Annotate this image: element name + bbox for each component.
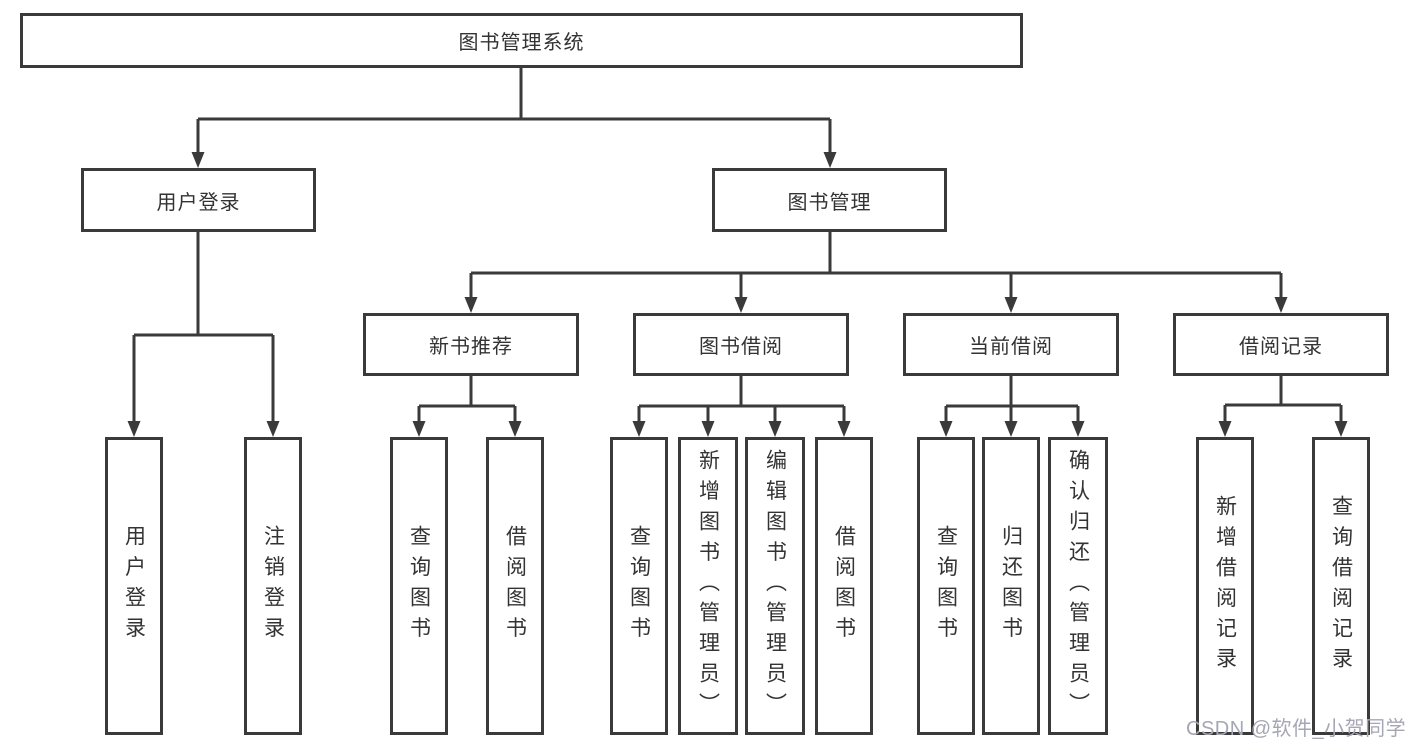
node-label: 归还图书 bbox=[999, 525, 1023, 647]
leaf-query-books-3: 查询图书 bbox=[917, 437, 975, 735]
leaf-borrow-books-2: 借阅图书 bbox=[815, 437, 873, 735]
arrowhead bbox=[823, 152, 837, 168]
node-label: 借阅图书 bbox=[503, 525, 527, 647]
arrowhead bbox=[266, 421, 280, 437]
node-user-login: 用户登录 bbox=[81, 168, 316, 232]
leaf-borrow-books-1: 借阅图书 bbox=[486, 437, 544, 735]
node-book-borrow: 图书借阅 bbox=[633, 313, 849, 376]
node-label: 当前借阅 bbox=[969, 336, 1053, 358]
leaf-confirm-return-admin: 确认归还（管理员） bbox=[1048, 437, 1108, 735]
leaf-logout: 注销登录 bbox=[244, 437, 302, 735]
arrowhead bbox=[464, 297, 478, 313]
node-label: 查询图书 bbox=[627, 525, 651, 647]
node-label: 借阅图书 bbox=[832, 525, 856, 647]
node-label: 查询借阅记录 bbox=[1329, 494, 1353, 678]
connector-book-mgmt-to-level3 bbox=[464, 232, 1288, 313]
node-label: 图书管理 bbox=[787, 191, 872, 214]
arrowhead bbox=[1071, 421, 1085, 437]
node-label: 新书推荐 bbox=[429, 336, 513, 358]
node-label: 查询图书 bbox=[934, 525, 958, 647]
node-current-borrow: 当前借阅 bbox=[903, 313, 1119, 376]
leaf-edit-books-admin: 编辑图书（管理员） bbox=[745, 437, 805, 735]
connector-current-borrow-to-leaves bbox=[939, 376, 1085, 437]
arrowhead bbox=[412, 421, 426, 437]
node-label: 用户登录 bbox=[122, 525, 146, 647]
leaf-return-books: 归还图书 bbox=[982, 437, 1040, 735]
arrowhead bbox=[701, 421, 715, 437]
node-new-book-recommend: 新书推荐 bbox=[363, 313, 579, 376]
node-book-management: 图书管理 bbox=[712, 168, 947, 232]
arrowhead bbox=[191, 152, 205, 168]
node-label: 借阅记录 bbox=[1239, 336, 1323, 358]
node-label: 新增图书（管理员） bbox=[696, 448, 720, 724]
node-label: 查询图书 bbox=[407, 525, 431, 647]
leaf-user-login: 用户登录 bbox=[105, 437, 163, 735]
arrowhead bbox=[1218, 421, 1232, 437]
connector-borrow-records-to-leaves bbox=[1218, 376, 1348, 437]
leaf-add-books-admin: 新增图书（管理员） bbox=[678, 437, 738, 735]
node-root-library-system: 图书管理系统 bbox=[20, 13, 1023, 68]
arrowhead bbox=[632, 421, 646, 437]
arrowhead bbox=[1004, 421, 1018, 437]
connector-root-to-level2 bbox=[191, 68, 837, 168]
arrowhead bbox=[1004, 297, 1018, 313]
leaf-query-borrow-record: 查询借阅记录 bbox=[1312, 437, 1370, 735]
csdn-watermark: CSDN @软件_小贺同学 bbox=[1186, 718, 1405, 740]
node-label: 编辑图书（管理员） bbox=[763, 448, 787, 724]
arrowhead bbox=[837, 421, 851, 437]
connector-user-login-to-leaves bbox=[127, 232, 280, 437]
arrowhead bbox=[939, 421, 953, 437]
node-label: 图书管理系统 bbox=[458, 32, 585, 54]
arrowhead bbox=[734, 297, 748, 313]
node-label: 注销登录 bbox=[261, 525, 285, 647]
node-label: 图书借阅 bbox=[699, 336, 783, 358]
arrowhead bbox=[768, 421, 782, 437]
leaf-add-borrow-record: 新增借阅记录 bbox=[1196, 437, 1254, 735]
connector-book-borrow-to-leaves bbox=[632, 376, 851, 437]
node-label: 用户登录 bbox=[156, 191, 241, 214]
node-label: 新增借阅记录 bbox=[1213, 494, 1237, 678]
leaf-query-books-2: 查询图书 bbox=[610, 437, 668, 735]
node-label: 确认归还（管理员） bbox=[1066, 448, 1090, 724]
arrowhead bbox=[1334, 421, 1348, 437]
leaf-query-books-1: 查询图书 bbox=[390, 437, 448, 735]
arrowhead bbox=[1274, 297, 1288, 313]
node-borrow-records: 借阅记录 bbox=[1173, 313, 1389, 376]
arrowhead bbox=[508, 421, 522, 437]
arrowhead bbox=[127, 421, 141, 437]
connector-new-book-to-leaves bbox=[412, 376, 522, 437]
